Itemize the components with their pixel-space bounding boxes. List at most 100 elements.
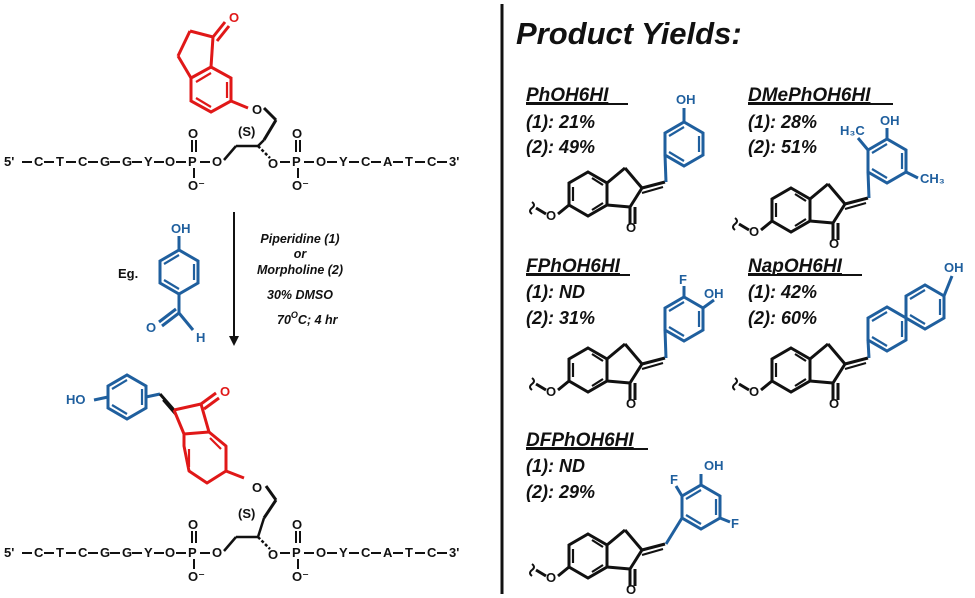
product-card-fphoh6hi: FPhOH6HI (1): ND (2): 31% OH F O O: [526, 256, 724, 411]
svg-text:O⁻: O⁻: [188, 569, 205, 584]
svg-text:Morpholine (2): Morpholine (2): [257, 263, 343, 277]
core-ketone-o: O: [829, 396, 839, 411]
reaction-conditions: Piperidine (1) or Morpholine (2) 30% DMS…: [257, 232, 343, 327]
eg-label: Eg.: [118, 266, 138, 281]
svg-text:A: A: [383, 545, 393, 560]
substituent-oh: OH: [704, 458, 724, 473]
reaction-arrowhead: [229, 336, 239, 346]
product-ho: HO: [66, 392, 86, 407]
core-ether-o: O: [546, 570, 556, 585]
dna-sequence-top: 5' C T C G G Y O P O O⁻ O O P O O⁻: [4, 126, 459, 193]
aldehyde-oh: OH: [171, 221, 191, 236]
svg-text:O⁻: O⁻: [188, 178, 205, 193]
yield-piperidine: (1): 28%: [748, 112, 817, 132]
yield-piperidine: (1): ND: [526, 282, 585, 302]
svg-text:C: C: [361, 154, 371, 169]
svg-text:Y: Y: [339, 154, 348, 169]
svg-text:O⁻: O⁻: [292, 178, 309, 193]
svg-text:Y: Y: [144, 545, 153, 560]
svg-text:G: G: [122, 545, 132, 560]
svg-text:O: O: [165, 154, 175, 169]
stereo-label-top: (S): [238, 124, 255, 139]
core-ketone-o: O: [626, 220, 636, 235]
svg-text:O: O: [212, 545, 222, 560]
svg-text:A: A: [383, 154, 393, 169]
core-ether-o: O: [546, 208, 556, 223]
product-name: PhOH6HI: [526, 85, 609, 106]
substituent-oh: OH: [676, 92, 696, 107]
core-ketone-o: O: [829, 236, 839, 251]
svg-text:C: C: [361, 545, 371, 560]
yield-morpholine: (2): 49%: [526, 137, 595, 157]
core-ether-o: O: [546, 384, 556, 399]
svg-text:C: C: [34, 545, 44, 560]
svg-text:or: or: [294, 247, 308, 261]
svg-text:T: T: [56, 545, 64, 560]
product-name: DMePhOH6HI: [748, 85, 871, 106]
core-ether-o: O: [749, 384, 759, 399]
svg-text:P: P: [292, 154, 301, 169]
svg-text:70OC; 4 hr: 70OC; 4 hr: [277, 310, 339, 327]
yield-piperidine: (1): ND: [526, 456, 585, 476]
svg-text:P: P: [188, 545, 197, 560]
yield-piperidine: (1): 42%: [748, 282, 817, 302]
substituent-methyl-left: H₃C: [840, 123, 865, 138]
core-ketone-o: O: [626, 396, 636, 411]
svg-text:O: O: [268, 156, 278, 171]
substituent-oh: OH: [944, 260, 964, 275]
svg-text:Y: Y: [144, 154, 153, 169]
svg-text:T: T: [405, 154, 413, 169]
svg-text:30% DMSO: 30% DMSO: [267, 288, 333, 302]
core-ether-o: O: [749, 224, 759, 239]
yield-morpholine: (2): 60%: [748, 308, 817, 328]
product-name: FPhOH6HI: [526, 256, 621, 277]
svg-text:O: O: [212, 154, 222, 169]
aldehyde-o: O: [146, 320, 156, 335]
yield-morpholine: (2): 51%: [748, 137, 817, 157]
svg-text:G: G: [100, 154, 110, 169]
svg-text:C: C: [427, 545, 437, 560]
svg-text:C: C: [78, 545, 88, 560]
product-name: NapOH6HI: [748, 256, 843, 277]
dna-sequence-bottom: 5' C T C G G Y O P O O⁻ O O P O O⁻: [4, 517, 459, 584]
linker-bond: [262, 106, 278, 122]
substituent-f-left: F: [670, 472, 678, 487]
svg-text:C: C: [34, 154, 44, 169]
product-name: DFPhOH6HI: [526, 430, 634, 451]
core-ketone-o: O: [626, 582, 636, 597]
substituent-f: F: [679, 272, 687, 287]
product-card-dfphoh6hi: DFPhOH6HI (1): ND (2): 29% OH F F O O: [526, 430, 739, 597]
svg-text:P: P: [188, 154, 197, 169]
svg-text:O: O: [165, 545, 175, 560]
substituent-oh: OH: [880, 113, 900, 128]
svg-text:T: T: [56, 154, 64, 169]
svg-text:3': 3': [449, 545, 459, 560]
svg-text:C: C: [427, 154, 437, 169]
product-molecule: [93, 373, 278, 519]
svg-text:O: O: [268, 547, 278, 562]
svg-text:G: G: [100, 545, 110, 560]
substituent-f-right: F: [731, 516, 739, 531]
svg-text:O: O: [292, 517, 302, 532]
svg-text:O: O: [316, 154, 326, 169]
svg-text:G: G: [122, 154, 132, 169]
product-card-napoh6hi: NapOH6HI (1): 42% (2): 60% OH O O: [731, 256, 964, 411]
substituent-oh: OH: [704, 286, 724, 301]
svg-text:T: T: [405, 545, 413, 560]
svg-text:O: O: [316, 545, 326, 560]
product-ketone-o: O: [220, 384, 230, 399]
svg-text:O: O: [188, 517, 198, 532]
substituent-methyl-right: CH₃: [920, 171, 945, 186]
svg-text:C: C: [78, 154, 88, 169]
svg-text:3': 3': [449, 154, 459, 169]
yield-morpholine: (2): 31%: [526, 308, 595, 328]
product-card-phoh6hi: PhOH6HI (1): 21% (2): 49% OH O O: [526, 85, 705, 235]
svg-text:5': 5': [4, 545, 14, 560]
yield-morpholine: (2): 29%: [526, 482, 595, 502]
aldehyde-h: H: [196, 330, 205, 345]
product-yields-title: Product Yields:: [516, 16, 742, 51]
svg-text:5': 5': [4, 154, 14, 169]
starting-indanone: [176, 21, 249, 114]
ether-o-top: O: [252, 102, 262, 117]
